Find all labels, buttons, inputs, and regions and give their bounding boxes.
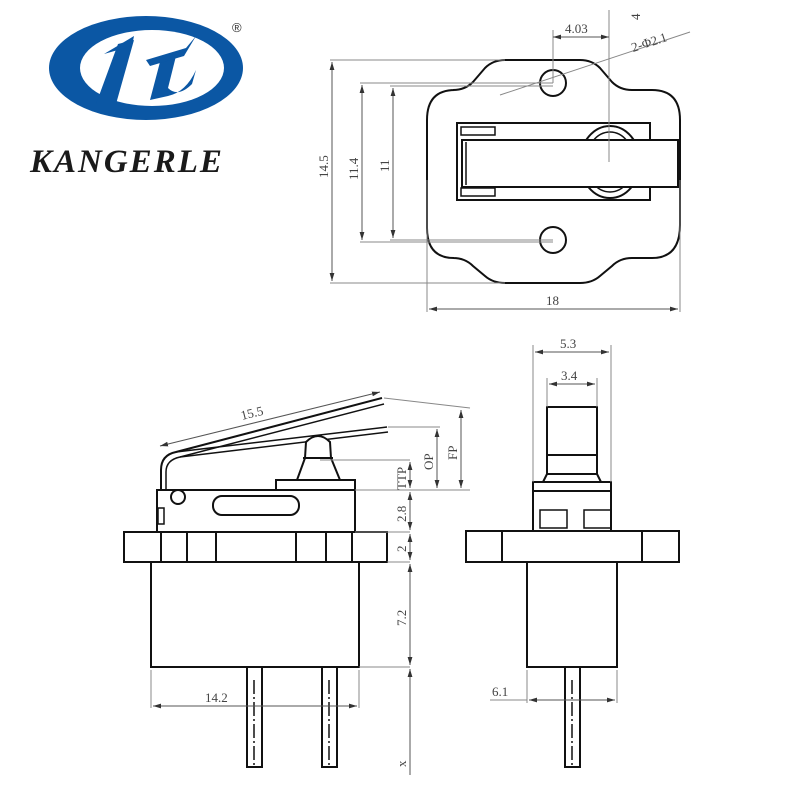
side-view: 15.5 FP OP TTP 2.8 2 7.2 x 14.2: [123, 391, 471, 775]
terminal-left: [246, 666, 263, 768]
body-slot: [212, 495, 300, 516]
lever-top: [461, 139, 679, 188]
brand-name: KANGERLE: [29, 144, 224, 180]
dim-terminal-length: x: [394, 760, 409, 767]
dim-inner-height-1: 11.4: [346, 157, 361, 180]
front-view: 5.3 3.4 6.1: [465, 336, 680, 768]
terminal-right: [321, 666, 338, 768]
lever-arm: [160, 397, 383, 490]
dim-overall-height: 14.5: [316, 155, 331, 178]
dim-inner-height-2: 11: [377, 159, 392, 172]
terminal-front: [564, 666, 581, 768]
dim-housing-width-side: 14.2: [205, 690, 228, 705]
top-view: 4.03 4 2-Φ2.1 14.5 11.4 11 18: [316, 10, 691, 312]
dim-hole-note: 2-Φ2.1: [629, 29, 668, 55]
body-front: [532, 490, 612, 532]
actuator-front: [546, 406, 598, 456]
logo-ellipse-icon: [49, 16, 243, 120]
dim-housing-width-front: 6.1: [492, 684, 508, 699]
dim-flange-thickness: 2: [394, 546, 409, 553]
dim-actuator-inner: 3.4: [561, 368, 578, 383]
flange-side: [123, 531, 388, 563]
brand-logo: ® KANGERLE: [29, 16, 243, 180]
housing-front: [526, 561, 618, 668]
dim-hole-spacing: 4.03: [565, 21, 588, 36]
dim-ttp: TTP: [394, 467, 409, 490]
dim-small-note: 4: [628, 13, 643, 20]
flange-front: [465, 530, 680, 563]
dim-op: OP: [421, 453, 436, 470]
dim-lever-length: 15.5: [239, 403, 265, 423]
dim-overall-width: 18: [546, 293, 559, 308]
dim-body-height: 2.8: [394, 506, 409, 522]
dim-fp: FP: [445, 446, 460, 460]
dim-actuator-outer: 5.3: [560, 336, 576, 351]
housing-side: [150, 561, 360, 668]
registered-mark: ®: [232, 20, 242, 35]
dim-housing-height: 7.2: [394, 610, 409, 626]
flange-outline: [426, 59, 681, 284]
